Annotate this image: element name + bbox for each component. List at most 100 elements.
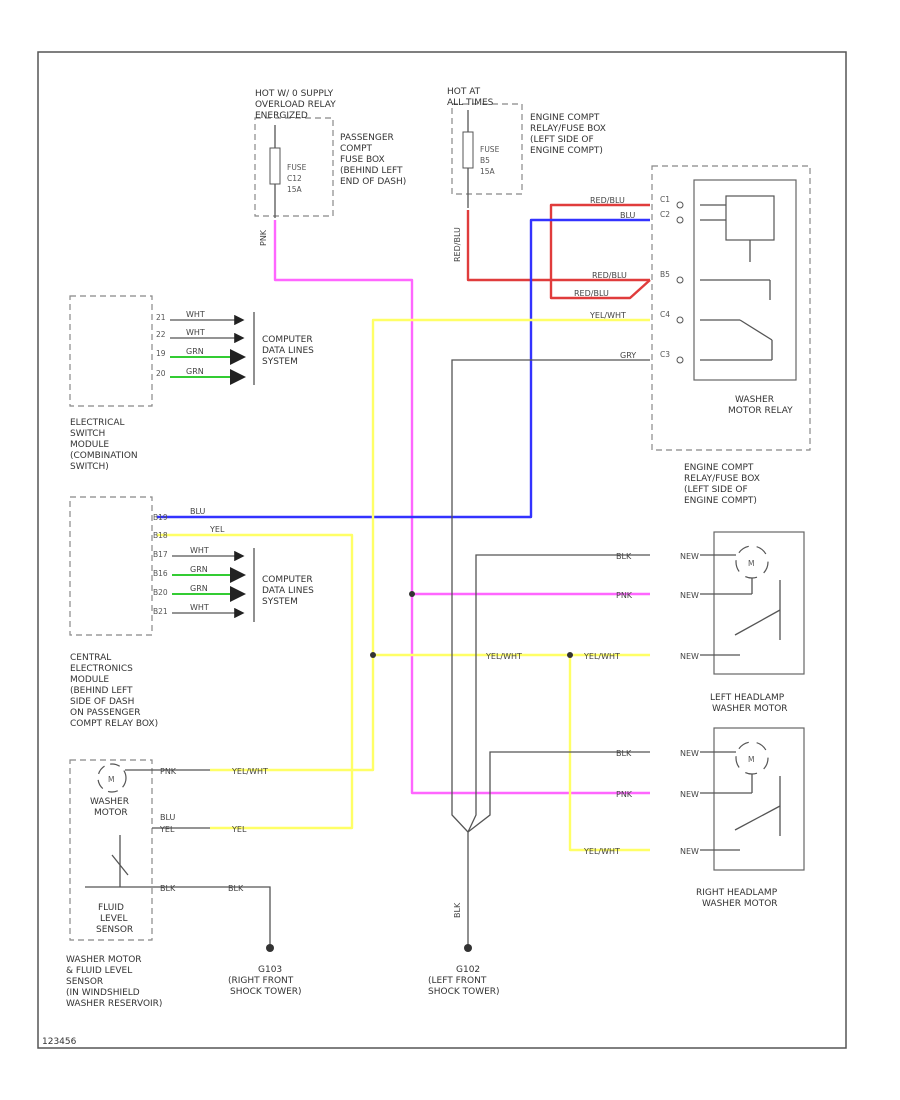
svg-text:PNK: PNK [259,229,268,246]
svg-text:B17: B17 [153,550,168,559]
svg-text:GRY: GRY [620,351,636,360]
svg-text:WASHER MOTOR: WASHER MOTOR [66,955,142,965]
svg-text:MODULE: MODULE [70,675,109,685]
svg-text:NEW: NEW [680,847,699,856]
svg-text:21: 21 [156,313,166,322]
svg-text:GRN: GRN [190,565,208,574]
svg-text:DATA LINES: DATA LINES [262,346,314,356]
svg-text:COMPT: COMPT [340,144,373,154]
svg-text:C1: C1 [660,195,670,204]
svg-text:SIDE OF DASH: SIDE OF DASH [70,697,134,707]
svg-text:BLK: BLK [616,749,632,758]
washer-motor: M WASHER MOTOR FLUID LEVEL SENSOR WASHER… [66,759,210,1009]
svg-text:COMPUTER: COMPUTER [262,575,313,585]
svg-text:(BEHIND LEFT: (BEHIND LEFT [70,686,133,696]
svg-text:ENGINE COMPT: ENGINE COMPT [530,113,600,123]
svg-text:ENERGIZED: ENERGIZED [255,111,308,121]
svg-text:CENTRAL: CENTRAL [70,653,111,663]
svg-text:SYSTEM: SYSTEM [262,597,298,607]
svg-text:GRN: GRN [186,367,204,376]
wire-gray-right [467,751,650,833]
wire-yel [157,533,354,830]
hot-at-fuse: HOT AT ALL TIMES FUSE B5 15A ENGINE COMP… [447,87,606,208]
svg-text:YEL: YEL [231,825,247,834]
svg-text:B18: B18 [153,531,168,540]
relay-box-location: ENGINE COMPT RELAY/FUSE BOX (LEFT SIDE O… [684,463,760,506]
svg-text:WASHER RESERVOIR): WASHER RESERVOIR) [66,999,162,1009]
svg-text:HOT W/ 0 SUPPLY: HOT W/ 0 SUPPLY [255,89,334,99]
svg-text:M: M [108,775,114,784]
svg-text:WHT: WHT [190,603,209,612]
svg-text:COMPT RELAY BOX): COMPT RELAY BOX) [70,719,158,729]
svg-text:YEL: YEL [159,825,175,834]
svg-text:C12: C12 [287,174,302,183]
svg-text:G102: G102 [456,965,480,975]
svg-text:RELAY/FUSE BOX: RELAY/FUSE BOX [684,474,760,484]
svg-text:NEW: NEW [680,790,699,799]
svg-text:FUSE: FUSE [480,145,500,154]
diagram-frame [37,51,847,1049]
ground-g102-label: G102 (LEFT FRONT SHOCK TOWER) [428,965,500,997]
svg-text:B20: B20 [153,588,168,597]
svg-text:RIGHT HEADLAMP: RIGHT HEADLAMP [696,888,778,898]
svg-text:WASHER: WASHER [735,395,774,405]
svg-text:20: 20 [156,369,166,378]
svg-text:YEL/WHT: YEL/WHT [583,652,620,661]
svg-text:M: M [748,755,754,764]
wire-ground-right [210,886,271,948]
svg-text:WASHER MOTOR: WASHER MOTOR [712,704,788,714]
svg-text:BLK: BLK [453,902,462,918]
svg-text:C2: C2 [660,210,670,219]
svg-text:C3: C3 [660,350,670,359]
svg-text:BLK: BLK [616,552,632,561]
svg-text:RED/BLU: RED/BLU [453,227,462,262]
svg-text:SENSOR: SENSOR [96,925,133,935]
svg-text:PNK: PNK [160,767,177,776]
electrical-switch-module: 21 22 19 20 WHT WHT GRN GRN ELECTRICAL S… [69,295,255,472]
svg-text:& FLUID LEVEL: & FLUID LEVEL [66,966,132,976]
svg-text:ON PASSENGER: ON PASSENGER [70,708,140,718]
svg-text:RELAY/FUSE BOX: RELAY/FUSE BOX [530,124,606,134]
svg-text:WHT: WHT [186,310,205,319]
footer-code: 123456 [42,1037,77,1047]
svg-text:ALL TIMES: ALL TIMES [447,98,494,108]
svg-text:MOTOR RELAY: MOTOR RELAY [728,406,793,416]
svg-text:YEL/WHT: YEL/WHT [231,767,268,776]
wire-pink [273,220,650,795]
svg-text:22: 22 [156,330,166,339]
svg-text:NEW: NEW [680,552,699,561]
wire-gray [451,359,650,948]
svg-text:BLU: BLU [160,813,176,822]
svg-text:B16: B16 [153,569,168,578]
wire-yelwht [210,318,650,772]
svg-text:MOTOR: MOTOR [94,808,128,818]
svg-text:YEL/WHT: YEL/WHT [583,847,620,856]
svg-text:(BEHIND LEFT: (BEHIND LEFT [340,166,403,176]
svg-text:BLU: BLU [190,507,206,516]
svg-text:MODULE: MODULE [70,440,109,450]
svg-text:B5: B5 [660,270,670,279]
svg-text:NEW: NEW [680,591,699,600]
left-headlamp-washer-motor: M LEFT HEADLAMP WASHER MOTOR [700,531,805,714]
wire-gray-left [467,554,650,833]
right-headlamp-washer-motor: M RIGHT HEADLAMP WASHER MOTOR [696,727,805,909]
svg-text:LEFT HEADLAMP: LEFT HEADLAMP [710,693,785,703]
wire-yelwht-right [568,655,650,852]
computer-data-lines-1: COMPUTER DATA LINES SYSTEM [262,335,314,367]
ground-g102 [464,944,472,952]
wire-blue [157,218,650,519]
svg-text:PNK: PNK [616,591,633,600]
svg-text:PASSENGER: PASSENGER [340,133,394,143]
svg-text:FUSE BOX: FUSE BOX [340,155,385,165]
svg-text:ENGINE COMPT: ENGINE COMPT [684,463,754,473]
computer-data-lines-2: COMPUTER DATA LINES SYSTEM [262,575,314,607]
central-electronics-module: B19 B18 B17 B16 B20 B21 BLU YEL WHT GRN … [69,496,255,729]
svg-text:FUSE: FUSE [287,163,307,172]
svg-text:(COMBINATION: (COMBINATION [70,451,138,461]
splice-1 [409,591,415,597]
svg-text:SHOCK TOWER): SHOCK TOWER) [428,987,500,997]
svg-text:YEL/WHT: YEL/WHT [589,311,626,320]
svg-text:(RIGHT FRONT: (RIGHT FRONT [228,976,294,986]
svg-text:COMPUTER: COMPUTER [262,335,313,345]
